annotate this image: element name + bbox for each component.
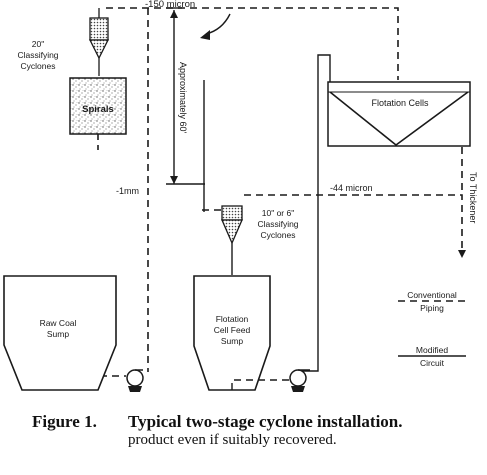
flotation-cells: [327, 81, 471, 147]
legend-modified-line1: Modified: [416, 345, 448, 355]
caption-fragment: product even if suitably recovered.: [128, 432, 337, 448]
label-1mm: -1mm: [116, 186, 139, 196]
curved-arrow-head: [200, 30, 210, 40]
raw-coal-sump: [3, 275, 117, 391]
label-feed-sump-line3: Sump: [221, 336, 243, 346]
label-feed-sump-line2: Cell Feed: [214, 325, 251, 335]
pipe-feed-sump-outlet: [231, 379, 290, 390]
caption-title: Typical two-stage cyclone installation.: [128, 412, 403, 431]
label-cyclone-20-line3: Cyclones: [21, 61, 56, 71]
pipe-150-micron: [106, 7, 399, 80]
legend-conventional-line2: Piping: [420, 303, 444, 313]
caption-figure-label: Figure 1.: [32, 412, 97, 431]
label-feed-sump-line1: Flotation: [216, 314, 249, 324]
label-to-thickener: To Thickener: [468, 172, 478, 223]
conventional-piping-lines: [65, 7, 463, 390]
label-raw-coal-sump-line2: Sump: [47, 329, 69, 339]
label-approximately-60: Approximately 60': [178, 62, 188, 134]
label-150-micron: -150 micron: [145, 0, 195, 10]
spirals-box: [69, 77, 127, 135]
legend-modified-line2: Circuit: [420, 358, 445, 368]
pump-icon: [126, 369, 144, 392]
caption-title-line: Figure 1. Typical two-stage cyclone insta…: [32, 412, 487, 432]
label-cyclone-10-line3: Cyclones: [261, 230, 296, 240]
label-cyclone-10-line1: 10" or 6": [262, 208, 295, 218]
flotation-feed-sump: [193, 275, 271, 391]
label-cyclone-20-line1: 20": [32, 39, 44, 49]
label-flotation-cells: Flotation Cells: [371, 98, 429, 108]
legend-conventional-line1: Conventional: [407, 290, 457, 300]
label-44-micron: -44 micron: [330, 183, 373, 193]
label-cyclone-10-line2: Classifying: [257, 219, 298, 229]
cyclone-10-inch: [221, 205, 243, 245]
pump-icon: [289, 369, 310, 392]
figure-caption: Figure 1. Typical two-stage cyclone insta…: [32, 412, 487, 449]
label-raw-coal-sump-line1: Raw Coal: [40, 318, 77, 328]
label-cyclone-20-line2: Classifying: [17, 50, 58, 60]
pipe-44-micron: [244, 194, 463, 255]
modified-circuit-lines: [166, 7, 331, 372]
pipe-feed-pump: [300, 54, 331, 372]
label-spirals: Spirals: [82, 104, 114, 115]
cyclone-20-inch: [88, 8, 110, 76]
arrow-to-thickener: [458, 250, 466, 258]
